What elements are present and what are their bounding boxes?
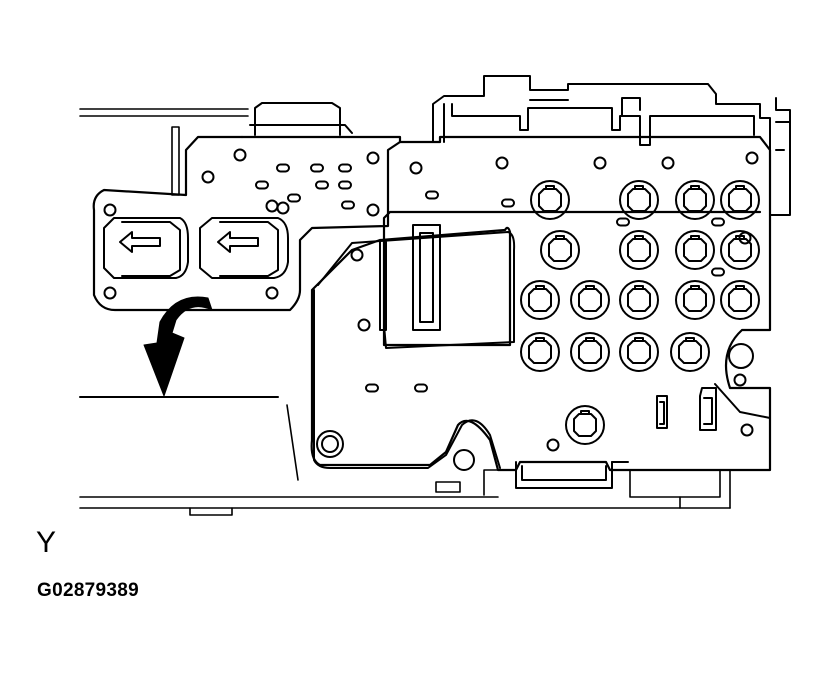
lower-details xyxy=(316,383,771,489)
mounting-hole xyxy=(357,318,371,332)
hole-group xyxy=(103,148,759,452)
left-bracket-plate xyxy=(92,135,402,312)
slot xyxy=(255,180,269,190)
fuse-socket xyxy=(619,230,659,270)
slot xyxy=(310,163,324,173)
top-connector-housing xyxy=(432,75,791,216)
release-tab-right xyxy=(199,217,289,279)
fuse-socket xyxy=(540,230,580,270)
left-arrow-icon xyxy=(119,231,161,253)
mounting-hole xyxy=(593,156,607,170)
fuse-socket xyxy=(675,180,715,220)
center-window xyxy=(313,224,516,469)
fuse-socket xyxy=(720,280,760,320)
figure-code: G02879389 xyxy=(37,580,140,601)
slot xyxy=(425,190,439,200)
fuse-socket xyxy=(619,180,659,220)
mounting-hole xyxy=(265,199,279,213)
slot xyxy=(711,267,725,277)
mounting-hole xyxy=(495,156,509,170)
mounting-hole xyxy=(745,151,759,165)
fuse-socket xyxy=(675,280,715,320)
fuse-socket xyxy=(619,332,659,372)
slot xyxy=(616,217,630,227)
view-label: Y xyxy=(36,526,57,559)
mounting-hole xyxy=(276,201,290,215)
fuse-socket xyxy=(530,180,570,220)
mounting-hole xyxy=(740,423,754,437)
fuse-socket xyxy=(670,332,710,372)
mounting-hole xyxy=(201,170,215,184)
fuse-socket xyxy=(520,332,560,372)
fuse-socket xyxy=(675,230,715,270)
slot xyxy=(338,163,352,173)
mounting-hole xyxy=(350,248,364,262)
fuse-socket xyxy=(570,280,610,320)
slot xyxy=(414,383,428,393)
fuse-socket xyxy=(720,180,760,220)
slot xyxy=(276,163,290,173)
mounting-hole xyxy=(265,286,279,300)
mounting-hole xyxy=(366,151,380,165)
main-plate-outline xyxy=(240,135,772,472)
mounting-hole xyxy=(728,343,754,369)
slot xyxy=(341,200,355,210)
slot xyxy=(711,217,725,227)
mounting-hole xyxy=(409,161,423,175)
slot xyxy=(338,180,352,190)
slot xyxy=(315,180,329,190)
slot xyxy=(501,198,515,208)
mounting-hole xyxy=(366,203,380,217)
fuse-socket xyxy=(619,280,659,320)
slot xyxy=(365,383,379,393)
left-arrow-icon xyxy=(217,231,259,253)
fuse-socket xyxy=(565,405,605,445)
mounting-hole xyxy=(738,231,752,245)
mounting-hole xyxy=(103,203,117,217)
mounting-hole xyxy=(546,438,560,452)
fuse-socket xyxy=(520,280,560,320)
housing-outline xyxy=(79,108,731,516)
mounting-hole xyxy=(233,148,247,162)
mounting-hole xyxy=(661,156,675,170)
upper-bracket xyxy=(249,102,353,136)
slot xyxy=(287,193,301,203)
curved-arrow-icon xyxy=(143,296,213,397)
release-tab-left xyxy=(103,217,189,279)
socket-group xyxy=(520,180,760,445)
mounting-hole xyxy=(733,373,747,387)
mounting-hole xyxy=(103,286,117,300)
fuse-socket xyxy=(570,332,610,372)
